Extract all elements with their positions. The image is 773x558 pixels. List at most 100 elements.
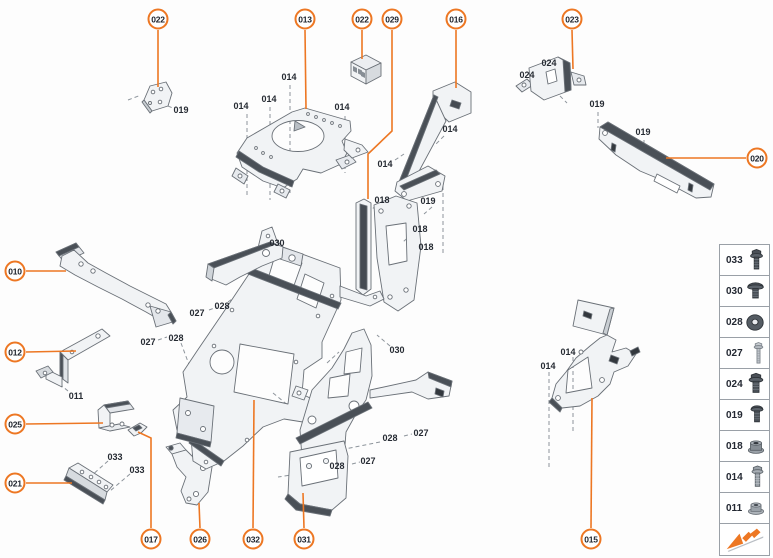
- legend-ref-number: 024: [726, 378, 743, 390]
- assembly-dash-line: [167, 105, 176, 110]
- callout-016[interactable]: 016: [445, 8, 467, 30]
- part-022-plate-drawing: [141, 81, 173, 114]
- flange-bolt-gray-icon: [750, 465, 765, 490]
- part-010-drawing: [55, 242, 177, 328]
- legend-ref-number: 033: [726, 254, 743, 266]
- callout-031[interactable]: 031: [293, 528, 315, 550]
- part-031-drawing: [284, 328, 453, 517]
- callout-leader-032: [252, 399, 255, 529]
- part-032-drawing: [172, 226, 385, 470]
- part-ref-label: 019: [589, 99, 605, 109]
- flange-bolt-dark-icon: [748, 248, 765, 273]
- callout-029[interactable]: 029: [381, 8, 403, 30]
- assembly-dash-line: [326, 351, 340, 364]
- callout-025[interactable]: 025: [4, 413, 26, 435]
- part-ref-label: 019: [173, 105, 189, 115]
- legend-row-024: 024: [720, 369, 769, 400]
- part-ref-label: 027: [140, 337, 156, 347]
- part-ref-label: 014: [540, 361, 556, 371]
- callout-026[interactable]: 026: [189, 528, 211, 550]
- truss-screw-dark-icon: [746, 280, 765, 303]
- part-ref-label: 014: [560, 347, 576, 357]
- callout-023[interactable]: 023: [561, 8, 583, 30]
- part-ref-label: 014: [377, 159, 393, 169]
- part-ref-label: 030: [389, 345, 405, 355]
- part-ref-label: 014: [442, 124, 458, 134]
- callout-012[interactable]: 012: [4, 341, 26, 363]
- callout-015[interactable]: 015: [580, 528, 602, 550]
- callout-leader-layer: [25, 29, 746, 529]
- part-023-drawing: [515, 56, 587, 101]
- assembly-dash-line: [423, 206, 433, 215]
- part-016-drawing: [394, 81, 472, 202]
- legend-row-011: 011: [720, 493, 769, 524]
- callout-010[interactable]: 010: [4, 260, 26, 282]
- part-ref-label: 028: [382, 433, 398, 443]
- callout-020[interactable]: 020: [746, 147, 768, 169]
- part-ref-label: 028: [214, 301, 230, 311]
- callout-leader-012: [25, 350, 77, 353]
- callout-013[interactable]: 013: [294, 8, 316, 30]
- assembly-dash-line: [433, 135, 445, 147]
- part-029-drawing: [355, 195, 422, 312]
- part-ref-label: 014: [334, 102, 350, 112]
- part-013-drawing: [231, 107, 369, 199]
- assembly-dash-line: [351, 461, 361, 465]
- part-020-drawing: [598, 121, 715, 199]
- part-ref-label: 033: [107, 452, 123, 462]
- legend-row-028: 028: [720, 307, 769, 338]
- callout-leader-025: [25, 422, 104, 425]
- assembly-dash-line: [376, 334, 391, 347]
- part-ref-label: 019: [420, 196, 436, 206]
- callout-leader-031: [302, 492, 305, 529]
- legend-row-033: 033: [720, 245, 769, 276]
- part-012-drawing: [35, 328, 111, 388]
- part-ref-label: 028: [329, 461, 345, 471]
- assembly-dash-line: [403, 433, 413, 437]
- assembly-dash-line: [127, 94, 142, 101]
- legend-ref-number: 018: [726, 440, 743, 452]
- part-ref-label: 014: [261, 94, 277, 104]
- legend-direction-arrow-row: [720, 524, 769, 555]
- legend-ref-number: 030: [726, 285, 743, 297]
- hex-bolt-light-icon: [752, 341, 765, 366]
- part-ref-label: 024: [541, 58, 557, 68]
- legend-ref-number: 019: [726, 409, 743, 421]
- callout-022[interactable]: 022: [147, 8, 169, 30]
- direction-arrow-icon: [724, 528, 766, 552]
- fastener-legend: 033 030 028 027 024 019 018 014 011: [719, 244, 770, 556]
- callout-leader-017: [137, 431, 152, 528]
- callout-leader-023: [571, 29, 574, 70]
- assembly-dash-line: [394, 153, 405, 161]
- callout-leader-029: [367, 30, 393, 199]
- callout-032[interactable]: 032: [242, 528, 264, 550]
- part-ref-label: 014: [281, 72, 297, 82]
- washer-dark-icon: [745, 312, 765, 333]
- part-025-drawing: [97, 400, 135, 432]
- callout-leader-026: [198, 502, 201, 529]
- part-ref-label: 018: [418, 242, 434, 252]
- legend-row-014: 014: [720, 462, 769, 493]
- flange-nut-light-icon: [747, 500, 765, 516]
- part-ref-label: 024: [519, 70, 535, 80]
- part-022-connector-drawing: [350, 54, 382, 85]
- part-ref-label: 011: [68, 391, 84, 401]
- legend-ref-number: 014: [726, 471, 743, 483]
- legend-row-030: 030: [720, 276, 769, 307]
- assembly-dash-line: [559, 95, 568, 104]
- legend-ref-number: 028: [726, 316, 743, 328]
- legend-ref-number: 011: [726, 502, 743, 514]
- part-ref-label: 033: [129, 465, 145, 475]
- callout-leader-015: [590, 397, 593, 529]
- callout-017[interactable]: 017: [140, 528, 162, 550]
- part-ref-label: 027: [360, 456, 376, 466]
- parts-layer: [35, 54, 715, 517]
- part-017-clip-drawing: [127, 422, 148, 437]
- legend-ref-number: 027: [726, 347, 743, 359]
- part-ref-label: 014: [233, 101, 249, 111]
- part-ref-label: 028: [168, 333, 184, 343]
- callout-022[interactable]: 022: [351, 8, 373, 30]
- callout-021[interactable]: 021: [4, 472, 26, 494]
